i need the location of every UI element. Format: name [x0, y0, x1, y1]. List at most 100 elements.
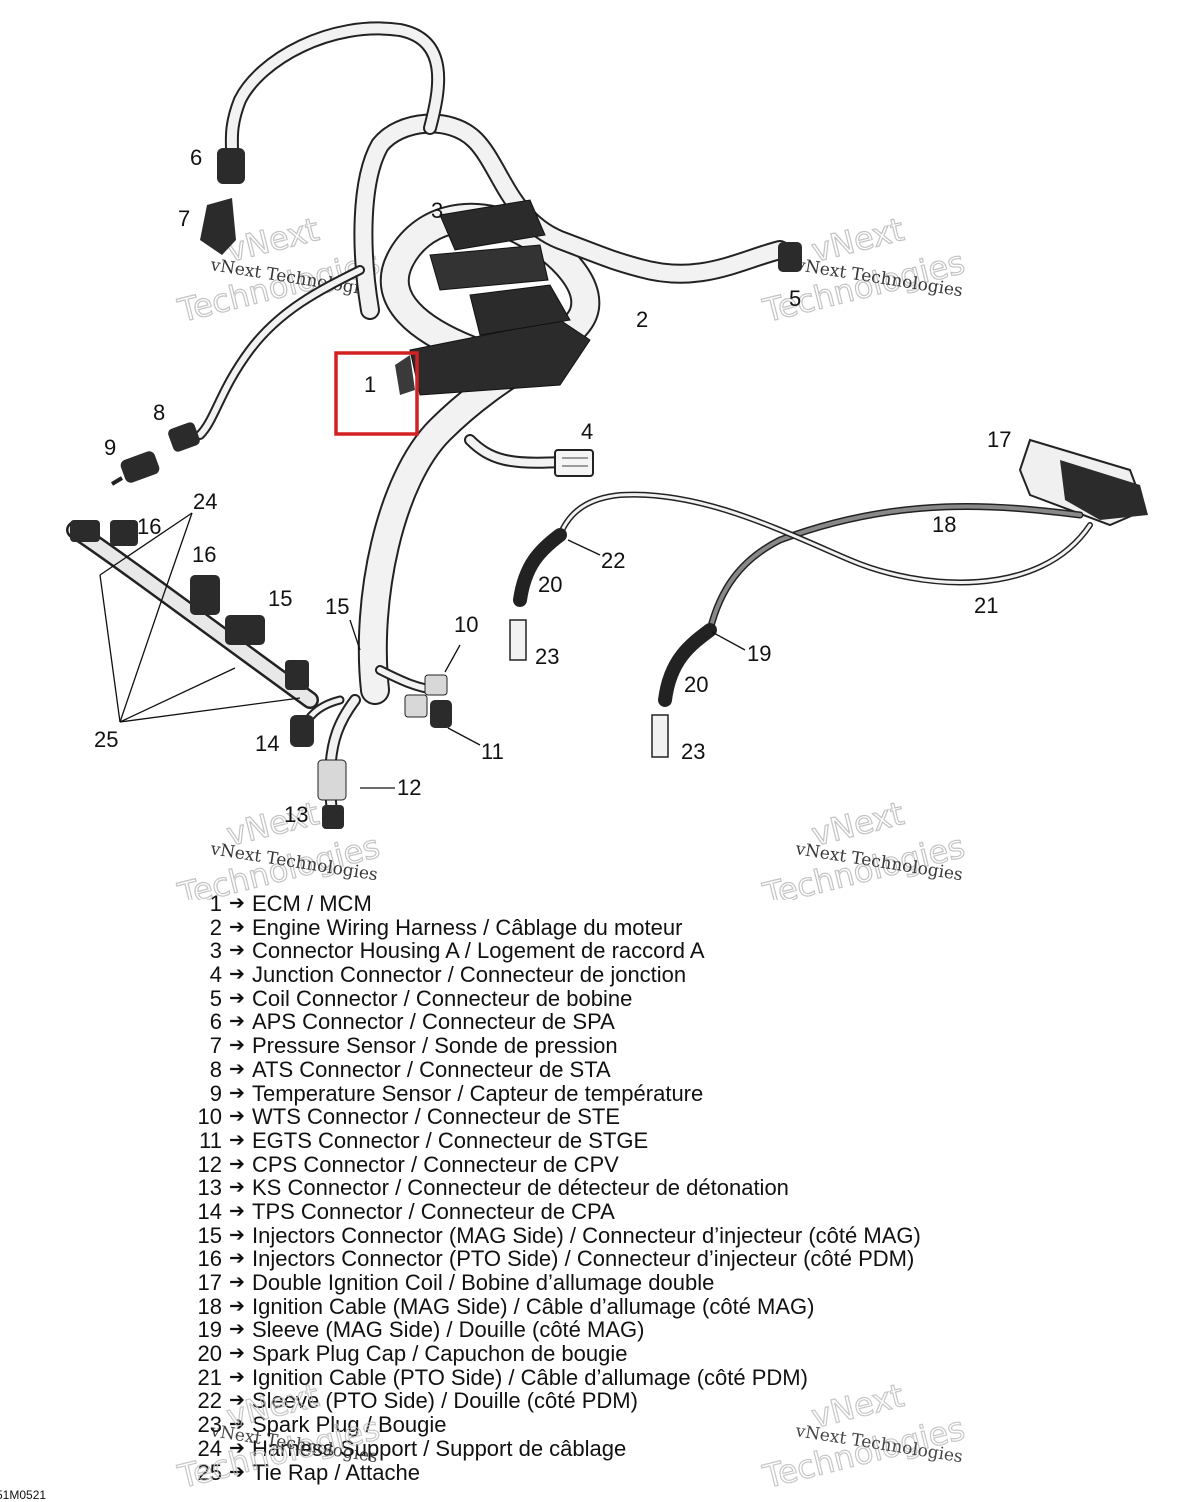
legend-label: Ignition Cable (PTO Side) / Câble d’allu… [252, 1364, 808, 1390]
legend-label: Spark Plug / Bougie [252, 1412, 447, 1438]
legend-number: 14 [197, 1198, 222, 1224]
legend-label: APS Connector / Connecteur de SPA [252, 1009, 615, 1035]
legend-label: Ignition Cable (MAG Side) / Câble d’allu… [252, 1293, 815, 1319]
arrow-icon: ➔ [229, 1082, 245, 1104]
legend-row: 11 ➔ EGTS Connector / Connecteur de STGE [188, 1129, 1088, 1153]
arrow-icon: ➔ [229, 1343, 245, 1365]
aps-connector [217, 148, 245, 184]
legend-label: WTS Connector / Connecteur de STE [252, 1104, 621, 1130]
leader-lines [99, 512, 746, 789]
legend-row: 7 ➔ Pressure Sensor / Sonde de pression [188, 1034, 1088, 1058]
callout-13: 13 [284, 802, 308, 827]
legend-number: 4 [209, 962, 222, 988]
legend-number: 17 [197, 1270, 222, 1295]
arrow-icon: ➔ [229, 1129, 245, 1151]
legend-number: 24 [197, 1435, 222, 1461]
legend-number: 2 [209, 914, 222, 940]
legend-label: Sleeve (PTO Side) / Douille (côté PDM) [252, 1388, 638, 1414]
arrow-icon: ➔ [229, 1200, 245, 1222]
callout-9: 9 [104, 435, 116, 460]
callout-4: 4 [581, 419, 593, 444]
legend-label: Engine Wiring Harness / Câblage du moteu… [252, 914, 683, 940]
arrow-icon: ➔ [229, 964, 245, 986]
legend-label: CPS Connector / Connecteur de CPV [252, 1151, 619, 1177]
callout-19: 19 [747, 641, 771, 666]
legend-number: 13 [197, 1175, 222, 1201]
legend-number: 22 [197, 1388, 222, 1414]
callout-17: 17 [987, 427, 1011, 452]
callout-5: 5 [789, 286, 801, 311]
legend-number: 7 [209, 1033, 222, 1059]
callout-16b: 16 [192, 542, 216, 567]
legend-number: 3 [209, 938, 222, 964]
callout-6: 6 [190, 145, 202, 170]
legend-number: 19 [197, 1317, 222, 1343]
legend-label: TPS Connector / Connecteur de CPA [252, 1198, 615, 1224]
callout-20a: 20 [538, 572, 562, 597]
legend-number: 15 [197, 1222, 222, 1248]
legend-row: 8➔ATS Connector / Connecteur de STA [188, 1058, 1088, 1082]
temperature-sensor [110, 451, 160, 486]
legend-number: 9 [209, 1080, 222, 1106]
legend-number: 16 [197, 1246, 222, 1272]
ats-connector [168, 422, 200, 452]
legend-label: Connector Housing A / Logement de raccor… [252, 938, 705, 964]
callout-24: 24 [193, 489, 217, 514]
callout-2: 2 [636, 307, 648, 332]
legend-label: ATS Connector / Connecteur de STA [252, 1056, 611, 1082]
legend-row: 20➔Spark Plug Cap / Capuchon de bougie [188, 1342, 1088, 1366]
arrow-icon: ➔ [229, 1390, 245, 1412]
arrow-icon: ➔ [229, 1366, 245, 1388]
legend-row: 1➔ECM / MCM [188, 892, 1088, 916]
legend-row: 9 ➔ Temperature Sensor / Capteur de tempér… [188, 1080, 1088, 1106]
arrow-icon: ➔ [229, 1177, 245, 1199]
ecm-module [395, 319, 591, 396]
callout-23a: 23 [535, 644, 559, 669]
pressure-sensor [200, 198, 236, 255]
legend-label: Tie Rap / Attache [252, 1459, 420, 1485]
legend-number: 21 [197, 1364, 222, 1390]
legend-row: 16 ➔ Injectors Connector (PTO Side) / Conn… [188, 1247, 1088, 1271]
legend-row: 15➔Injectors Connector (MAG Side) / Conn… [188, 1222, 1088, 1248]
legend-row: 17➔Double Ignition Coil / Bobine d’allum… [188, 1271, 1088, 1295]
arrow-icon: ➔ [229, 1414, 245, 1436]
legend-label: Junction Connector / Connecteur de jonct… [252, 962, 687, 988]
legend-label: Temperature Sensor / Capteur de températ… [252, 1080, 704, 1106]
callout-12: 12 [397, 775, 421, 800]
legend-label: Injectors Connector (PTO Side) / Connect… [252, 1246, 915, 1272]
callout-14: 14 [255, 731, 279, 756]
legend-label: EGTS Connector / Connecteur de STGE [252, 1127, 649, 1153]
coil-connector [778, 242, 802, 272]
callout-8: 8 [153, 400, 165, 425]
arrow-icon: ➔ [229, 1248, 245, 1270]
legend-row: 6➔APS Connector / Connecteur de SPA [188, 1010, 1088, 1034]
legend-number: 23 [197, 1412, 222, 1438]
arrow-icon: ➔ [229, 893, 245, 914]
watermark-mid-left: vNext Technologies vNext Technologies [173, 794, 384, 900]
legend-number: 11 [199, 1127, 222, 1153]
legend-label: Pressure Sensor / Sonde de pression [252, 1033, 618, 1059]
callout-3: 3 [431, 198, 443, 223]
legend-row: 14 ➔ TPS Connector / Connecteur de CPA [188, 1200, 1088, 1224]
legend-label: Coil Connector / Connecteur de bobine [252, 985, 633, 1011]
callout-18: 18 [932, 512, 956, 537]
legend-row: 18➔Ignition Cable (MAG Side) / Câble d’a… [188, 1293, 1088, 1319]
exploded-diagram: vNext Technologies vNext Technologies vN… [66, 21, 1148, 900]
watermark-mid-right: vNext Technologies vNext Technologies [758, 794, 969, 900]
callout-20b: 20 [684, 672, 708, 697]
callout-10: 10 [454, 612, 478, 637]
legend-number: 5 [209, 985, 222, 1011]
arrow-icon: ➔ [229, 940, 245, 962]
legend-row: 13➔KS Connector / Connecteur de détecteu… [188, 1176, 1088, 1200]
legend-label: Spark Plug Cap / Capuchon de bougie [252, 1341, 628, 1367]
highlight-box [334, 351, 419, 436]
arrow-icon: ➔ [229, 1035, 245, 1057]
arrow-icon: ➔ [229, 1011, 245, 1033]
legend-row: 24➔Harness Support / Support de câblage [188, 1437, 1088, 1461]
callout-25: 25 [94, 727, 118, 752]
junction-connector [554, 449, 594, 477]
engine-wiring-harness [195, 21, 790, 826]
legend-row: 4 ➔ Junction Connector / Connecteur de jon… [188, 963, 1088, 987]
legend-row: 19➔Sleeve (MAG Side) / Douille (côté MAG… [188, 1318, 1088, 1342]
